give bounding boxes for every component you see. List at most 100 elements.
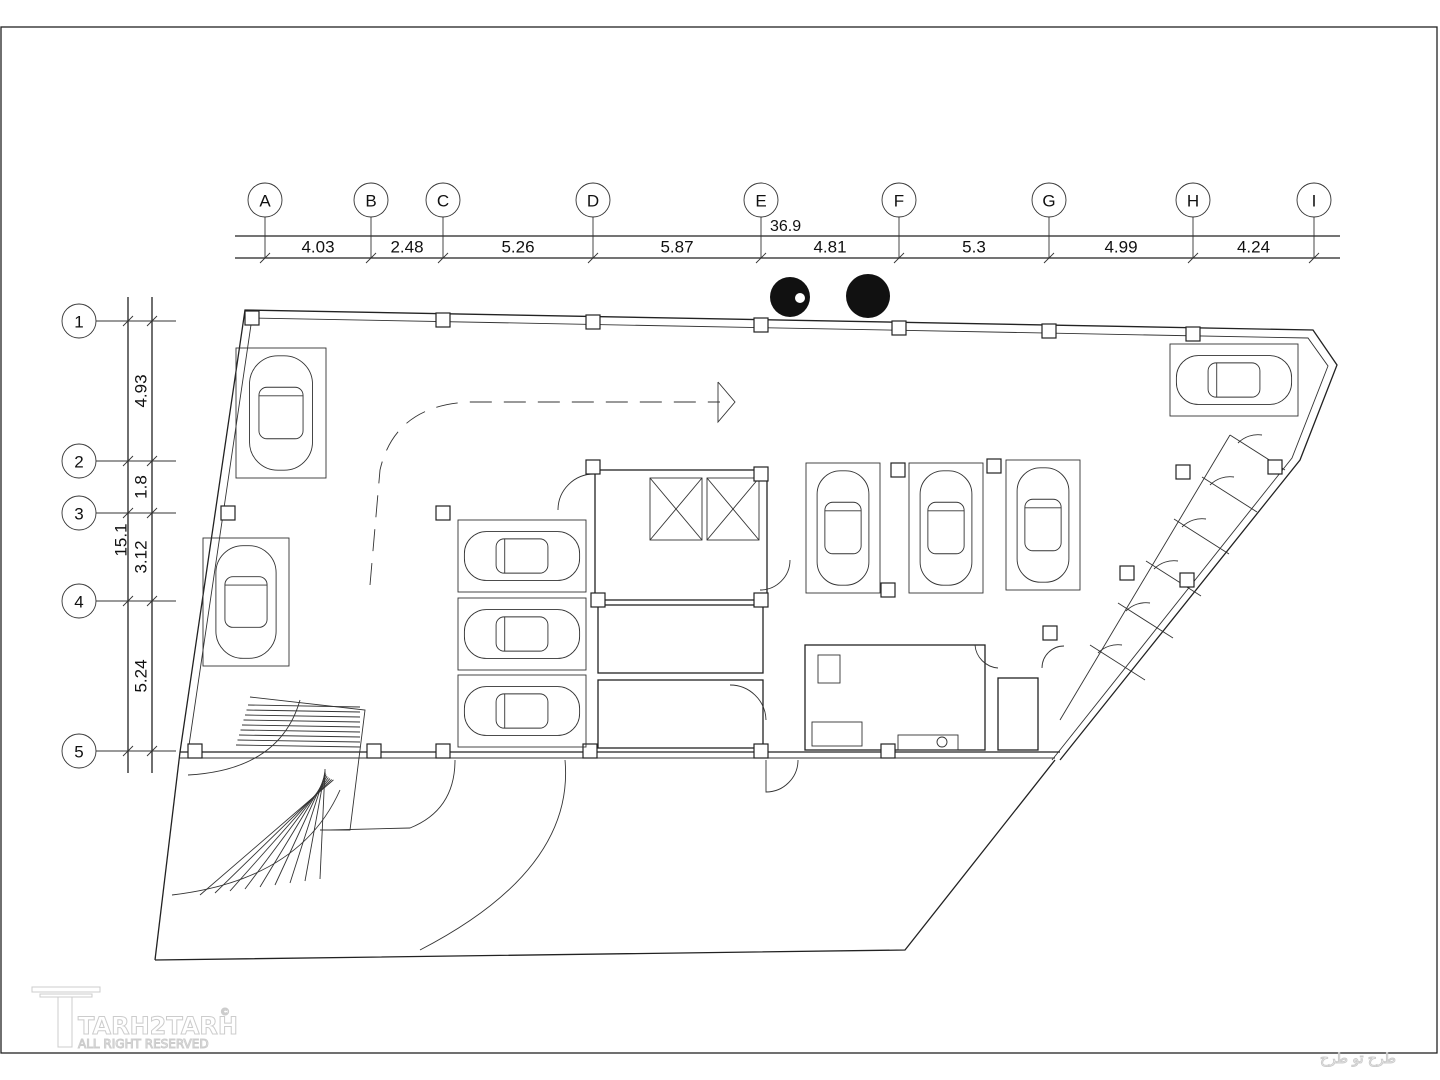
column-spacing-label: 5.87	[660, 238, 693, 257]
column-marker	[1185, 326, 1201, 342]
column-marker	[590, 592, 606, 608]
column-marker	[1267, 459, 1283, 475]
column-marker	[1042, 625, 1058, 641]
storage-divider	[1117, 602, 1174, 639]
storage-divider	[1145, 560, 1202, 597]
grid-column-label: C	[437, 192, 449, 211]
column-marker	[753, 466, 769, 482]
parking-space-car	[908, 462, 984, 594]
watermark-brand: TARH2TARH	[78, 1012, 238, 1040]
grid-column-label: A	[259, 192, 271, 211]
grid-column-label: F	[894, 192, 904, 211]
column-spacing-label: 4.81	[813, 238, 846, 257]
driveway-direction-arrow	[369, 381, 736, 586]
column-marker	[220, 505, 236, 521]
grid-column-E: E	[743, 182, 779, 264]
storage-door	[1125, 602, 1151, 612]
grid-column-label: D	[587, 192, 599, 211]
watermark-copyright: ©	[220, 1007, 230, 1018]
parking-space-car	[1005, 459, 1081, 591]
column-marker	[435, 312, 451, 328]
column-spacing-label: 5.3	[962, 238, 986, 257]
column-spacing-label: 4.03	[301, 238, 334, 257]
column-dimension-lines	[235, 235, 1340, 259]
column-marker	[891, 320, 907, 336]
watermark-tagline: ALL RIGHT RESERVED	[78, 1037, 209, 1051]
row-spacing-label: 4.93	[132, 374, 151, 407]
column-marker	[1175, 464, 1191, 480]
storage-door	[1181, 518, 1207, 528]
grid-row-4: 4	[61, 583, 176, 619]
grid-row-3: 3	[61, 495, 176, 531]
grid-row-5: 5	[61, 733, 176, 769]
column-marker	[1041, 323, 1057, 339]
storage-divider	[1089, 644, 1146, 681]
row-spacing-label: 3.12	[132, 540, 151, 573]
parking-space-car	[457, 597, 587, 671]
tree-icons	[770, 274, 890, 318]
column-marker	[753, 592, 769, 608]
grid-column-I: I	[1296, 182, 1332, 264]
storage-units	[1059, 434, 1286, 721]
column-marker	[187, 743, 203, 759]
column-marker	[986, 458, 1002, 474]
parking-space-car	[1169, 343, 1299, 417]
grid-row-1: 1	[61, 303, 176, 339]
grid-column-G: G	[1031, 182, 1067, 264]
grid-row-label: 5	[74, 743, 83, 762]
grid-column-F: F	[881, 182, 917, 264]
storage-door	[1237, 434, 1263, 444]
row-spacing-label: 1.8	[132, 475, 151, 499]
column-spacing-label: 2.48	[390, 238, 423, 257]
grid-column-label: I	[1312, 192, 1317, 211]
column-marker	[366, 743, 382, 759]
column-grid: A B C D E F G H I	[247, 182, 1332, 264]
column-marker	[585, 314, 601, 330]
row-grid: 1 2 3 4 5	[61, 303, 176, 769]
total-height-dimension: 15.1	[112, 523, 131, 556]
grid-column-label: H	[1187, 192, 1199, 211]
total-width-dimension: 36.9	[770, 218, 801, 235]
grid-column-label: E	[755, 192, 766, 211]
drawing-frame	[0, 26, 1438, 1054]
column-marker	[1179, 572, 1195, 588]
column-marker	[435, 505, 451, 521]
grid-column-label: B	[365, 192, 376, 211]
interior-walls	[557, 469, 1065, 793]
storage-door	[1153, 560, 1179, 570]
column-marker	[753, 743, 769, 759]
grid-column-D: D	[575, 182, 611, 264]
ramp-edge	[419, 759, 567, 951]
grid-column-H: H	[1175, 182, 1211, 264]
row-dimensions: 4.931.83.125.24	[132, 374, 151, 692]
grid-column-B: B	[353, 182, 389, 264]
column-marker	[880, 743, 896, 759]
column-marker	[880, 582, 896, 598]
grid-row-label: 3	[74, 505, 83, 524]
column-marker	[753, 317, 769, 333]
column-spacing-label: 5.26	[501, 238, 534, 257]
parking-space-car	[235, 347, 327, 479]
column-marker	[435, 743, 451, 759]
grid-column-A: A	[247, 182, 283, 264]
watermark-arabic: طرح تو طرح	[1320, 1051, 1396, 1067]
column-marker	[244, 310, 260, 326]
parking-space-car	[457, 674, 587, 748]
row-dimension-lines	[127, 297, 153, 773]
parking-space-car	[202, 537, 290, 667]
grid-row-label: 1	[74, 313, 83, 332]
ramp-curve	[329, 759, 456, 831]
storage-door	[1209, 476, 1235, 486]
building-walls	[154, 309, 1338, 961]
grid-row-2: 2	[61, 443, 176, 479]
parking-spaces	[202, 343, 1299, 748]
column-spacing-label: 4.99	[1104, 238, 1137, 257]
grid-row-label: 4	[74, 593, 83, 612]
grid-column-label: G	[1042, 192, 1055, 211]
grid-row-label: 2	[74, 453, 83, 472]
storage-door	[1097, 644, 1123, 654]
column-marker	[582, 743, 598, 759]
column-marker	[890, 462, 906, 478]
